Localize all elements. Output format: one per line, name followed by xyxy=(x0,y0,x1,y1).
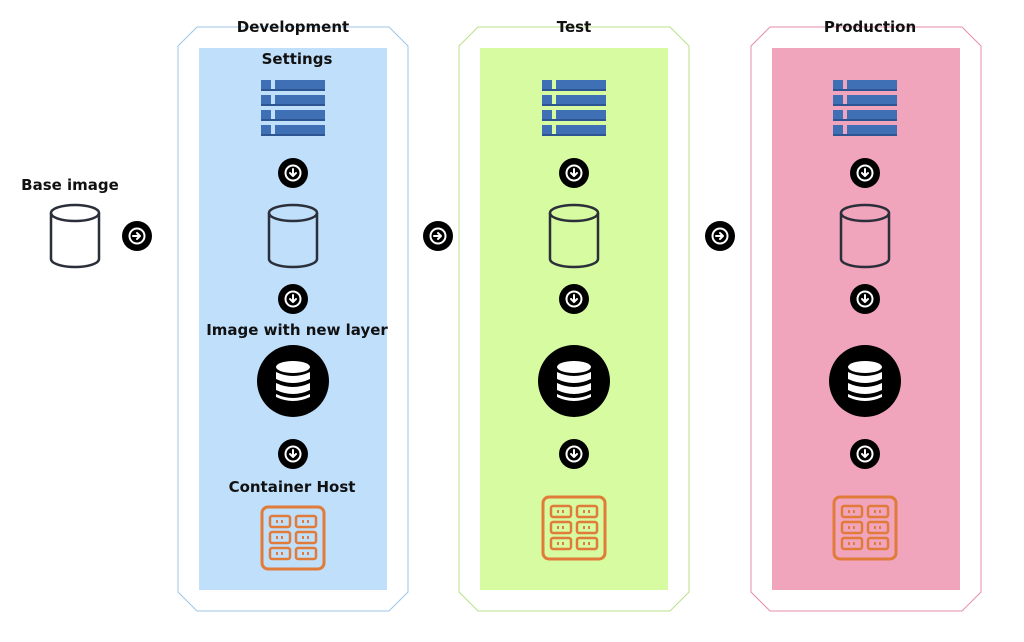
stage-background xyxy=(772,48,960,590)
down-arrow-icon xyxy=(559,284,589,314)
down-arrow-icon xyxy=(850,158,880,188)
settings-list-icon xyxy=(833,80,897,136)
next-arrow-icon xyxy=(705,221,735,251)
image-label: Image with new layer xyxy=(206,321,388,339)
down-arrow-icon xyxy=(559,158,589,188)
stage-title: Production xyxy=(823,18,917,36)
stage-border xyxy=(177,26,409,612)
stage-title: Test xyxy=(556,18,592,36)
host-label: Container Host xyxy=(228,478,356,496)
settings-label: Settings xyxy=(261,50,333,68)
down-arrow-icon xyxy=(278,439,308,469)
database-icon xyxy=(829,345,901,417)
container-host-icon xyxy=(260,505,326,571)
database-icon xyxy=(257,345,329,417)
layer-cylinder-icon xyxy=(548,203,600,269)
next-arrow-icon xyxy=(423,221,453,251)
stage-title: Development xyxy=(236,18,350,36)
stage-background xyxy=(480,48,668,590)
stage-production xyxy=(750,26,982,612)
settings-list-icon xyxy=(542,80,606,136)
layer-cylinder-icon xyxy=(267,203,319,269)
down-arrow-icon xyxy=(850,439,880,469)
down-arrow-icon xyxy=(850,284,880,314)
stage-background xyxy=(199,48,387,590)
base-image-cylinder-icon xyxy=(49,203,101,269)
layer-cylinder-icon xyxy=(839,203,891,269)
down-arrow-icon xyxy=(278,284,308,314)
stage-test xyxy=(458,26,690,612)
stage-border xyxy=(458,26,690,612)
settings-list-icon xyxy=(261,80,325,136)
stage-border xyxy=(750,26,982,612)
container-host-icon xyxy=(832,495,898,561)
stage-development xyxy=(177,26,409,612)
base-image-label: Base image xyxy=(21,176,119,194)
down-arrow-icon xyxy=(559,439,589,469)
next-arrow-icon xyxy=(122,221,152,251)
container-host-icon xyxy=(541,495,607,561)
down-arrow-icon xyxy=(278,158,308,188)
database-icon xyxy=(538,345,610,417)
